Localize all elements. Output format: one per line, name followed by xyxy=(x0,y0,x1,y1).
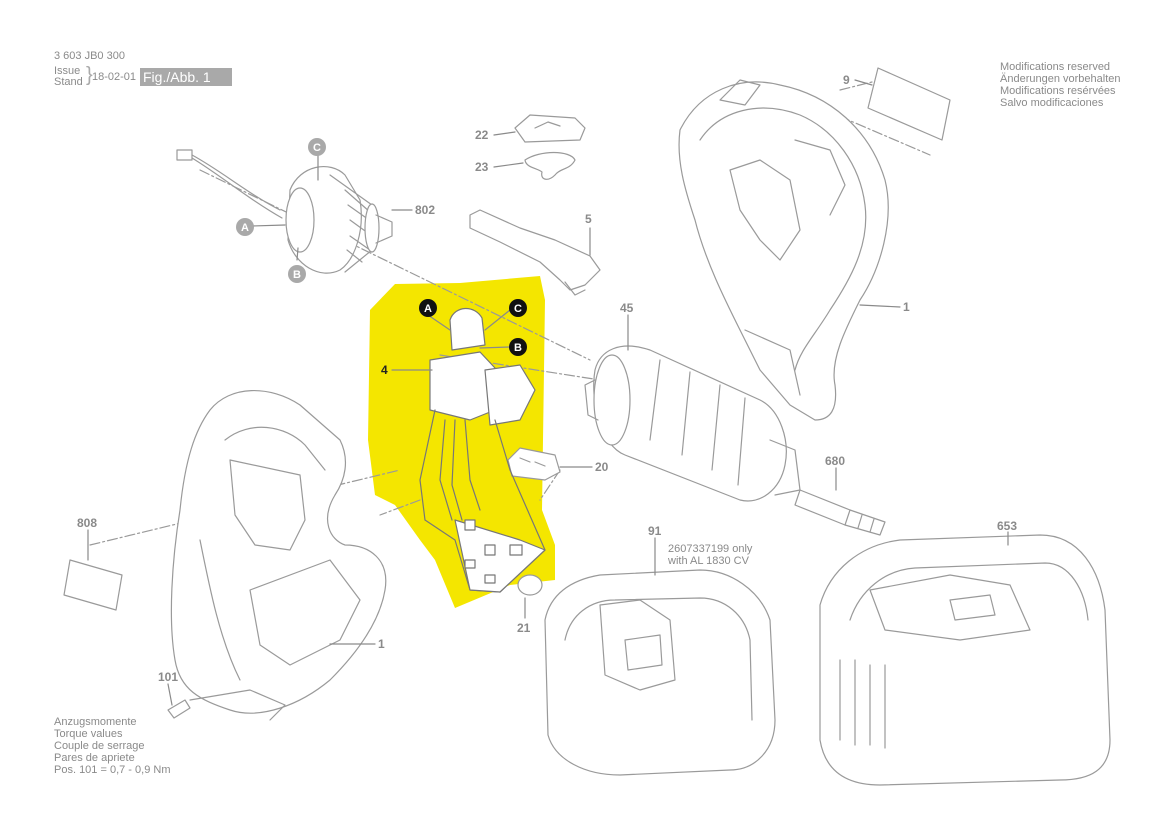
figure-label: Fig./Abb. 1 xyxy=(140,68,232,86)
motor-callouts: C A B xyxy=(236,138,326,283)
modifications-note: Modifications reserved Änderungen vorbeh… xyxy=(1000,61,1120,109)
housing-half-top xyxy=(678,79,889,421)
brace: } xyxy=(86,64,93,86)
motor-802 xyxy=(176,149,393,274)
switch-assembly-4 xyxy=(419,307,546,593)
switch-callout-b-text: B xyxy=(514,342,522,354)
leader-lines xyxy=(87,79,1009,706)
slide-plate-5 xyxy=(469,209,601,291)
switch-callout-c xyxy=(509,299,527,317)
part-number-21: 21 xyxy=(517,621,531,635)
switch-callout-a xyxy=(419,299,437,317)
part-number-23: 23 xyxy=(475,160,489,174)
part-number-1-bottom: 1 xyxy=(378,637,385,651)
spring-23 xyxy=(524,151,576,180)
terminal-20 xyxy=(507,447,561,481)
motor-callout-b xyxy=(288,265,306,283)
part-number-91: 91 xyxy=(648,524,662,538)
torque-line: Torque values xyxy=(54,728,123,740)
part-number-45: 45 xyxy=(620,301,634,315)
chuck-45 xyxy=(584,345,801,502)
stand-label: Stand xyxy=(54,76,83,88)
part-number-20: 20 xyxy=(595,460,609,474)
torque-line: Pos. 101 = 0,7 - 0,9 Nm xyxy=(54,764,171,776)
switch-highlight xyxy=(368,276,555,608)
part-number-4: 4 xyxy=(381,363,388,377)
charger-note-line: 2607337199 only xyxy=(668,543,753,555)
charger-note: 2607337199 only with AL 1830 CV xyxy=(668,543,752,567)
switch-callout-a-text: A xyxy=(424,303,432,315)
modifications-line: Modifications reserved xyxy=(1000,61,1111,73)
torque-line: Pares de apriete xyxy=(54,752,135,764)
motor-callout-b-text: B xyxy=(293,269,301,281)
charger-91 xyxy=(544,569,776,776)
part-number-22: 22 xyxy=(475,128,489,142)
led-21 xyxy=(517,574,543,596)
motor-callout-a xyxy=(236,218,254,236)
motor-callout-c-text: C xyxy=(313,142,321,154)
modifications-line: Änderungen vorbehalten xyxy=(1000,73,1121,85)
torque-line: Couple de serrage xyxy=(54,740,145,752)
charger-653 xyxy=(819,534,1111,786)
part-number-653: 653 xyxy=(997,519,1018,533)
torque-note: Anzugsmomente Torque values Couple de se… xyxy=(54,716,170,776)
part-number-9: 9 xyxy=(843,73,850,87)
screw-101 xyxy=(167,699,191,719)
modifications-line: Modifications resérvées xyxy=(1000,85,1116,97)
motor-callout-a-text: A xyxy=(241,222,249,234)
issue-label: Issue xyxy=(54,65,81,77)
issue-date: 18-02-01 xyxy=(92,71,137,83)
switch-callout-c-text: C xyxy=(514,303,522,315)
housing-half-bottom xyxy=(170,389,387,721)
motor-callout-c xyxy=(308,138,326,156)
part-number-1-top: 1 xyxy=(903,300,910,314)
label-sticker-808 xyxy=(63,559,123,611)
torque-line: Anzugsmomente xyxy=(54,716,137,728)
charger-note-line: with AL 1830 CV xyxy=(668,555,749,567)
part-number-802: 802 xyxy=(415,203,436,217)
switch-callouts: A C B xyxy=(419,299,527,356)
part-number-680: 680 xyxy=(825,454,846,468)
part-number-808: 808 xyxy=(77,516,98,530)
modifications-line: Salvo modificaciones xyxy=(1000,97,1104,109)
part-number-101: 101 xyxy=(158,670,179,684)
slider-22 xyxy=(514,114,586,143)
switch-callout-b xyxy=(509,338,527,356)
document-number: 3 603 JB0 300 xyxy=(54,50,125,62)
label-sticker-9 xyxy=(867,67,951,141)
part-number-5: 5 xyxy=(585,212,592,226)
